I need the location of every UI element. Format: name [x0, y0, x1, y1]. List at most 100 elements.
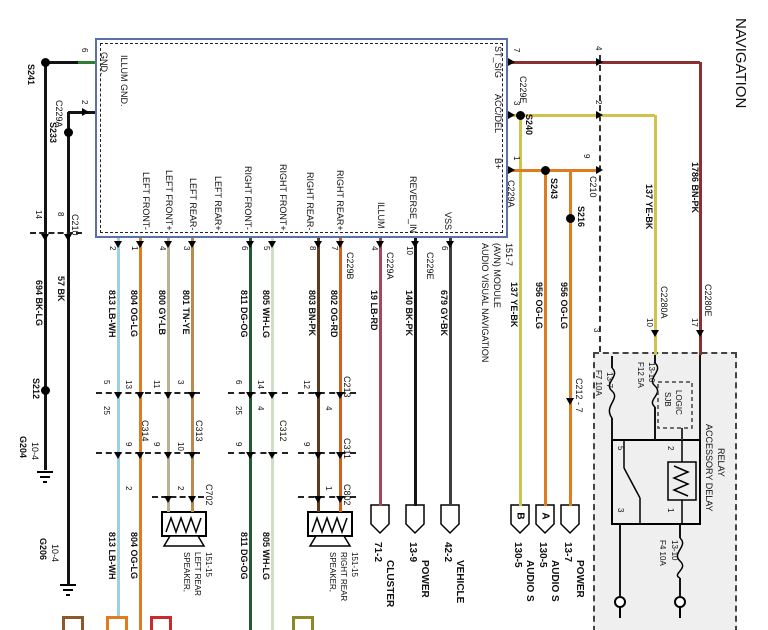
wire: [619, 524, 621, 597]
diagram-label: F4 10A: [658, 540, 667, 566]
wire: [679, 578, 681, 597]
diagram-label: C229E: [425, 252, 435, 280]
diagram-label: 137 YE-BK: [509, 282, 519, 328]
connector-arrow-icon: [246, 452, 254, 459]
diagram-label: 8: [308, 246, 317, 251]
wire: [68, 111, 95, 114]
diagram-label: RIGHT FRONT+: [278, 164, 288, 231]
diagram-label: 13-9: [407, 542, 418, 563]
diagram-label: S240: [524, 114, 534, 136]
diagram-label: G206: [38, 538, 48, 561]
connector-arrow-icon: [596, 111, 603, 119]
junction-dot: [516, 111, 525, 120]
connector-arrow-icon: [696, 330, 704, 337]
diagram-label: C229A: [506, 180, 516, 208]
connector-arrow-icon: [136, 392, 144, 399]
pentagon-letter-a: A: [540, 512, 551, 519]
diagram-label: 13-7: [562, 542, 573, 563]
diagram-label: 3: [182, 246, 191, 251]
connector-arrow-icon: [188, 496, 196, 503]
junction-dot: [64, 128, 73, 137]
connector-arrow-icon: [114, 241, 122, 248]
diagram-label: 956 OG-LG: [534, 282, 544, 330]
diagram-label: C2280E: [703, 284, 713, 317]
diagram-label: 7: [512, 48, 521, 53]
diagram-label: 956 OG-LG: [559, 282, 569, 330]
wire: [611, 418, 613, 440]
diagram-label: (AVN) MODULE: [492, 243, 502, 308]
fuse-f7-icon: [608, 367, 616, 419]
diagram-label: C702: [204, 484, 214, 506]
diagram-label: C210: [70, 214, 80, 236]
diagram-label: VSS: [443, 212, 453, 231]
diagram-label: S241: [26, 64, 36, 86]
diagram-label: VEHICLE: [454, 560, 465, 604]
diagram-label: C229A: [54, 100, 64, 128]
diagram-label: 805 WH-LG: [261, 290, 271, 339]
wire: [681, 428, 683, 440]
diagram-label: LEFT REAR-: [188, 178, 198, 231]
diagram-label: 9: [234, 442, 243, 447]
wire: [508, 114, 655, 117]
diagram-label: 137 YE-BK: [644, 184, 654, 230]
connector-arrow-icon: [566, 398, 574, 405]
connector-stub: [106, 616, 128, 630]
diagram-label: 1: [130, 246, 139, 251]
diagram-label: C213: [342, 376, 352, 398]
diagram-label: 57 BK: [56, 276, 66, 302]
diagram-label: 13-7: [605, 372, 614, 389]
diagram-label: 4: [324, 406, 333, 411]
diagram-label: SJB: [663, 392, 672, 407]
connector-line: [228, 392, 288, 394]
diagram-label: SPEAKER,: [182, 552, 191, 593]
diagram-label: S212: [31, 378, 41, 400]
wire: [44, 62, 47, 470]
diagram-label: G204: [18, 436, 28, 459]
diagram-label: 5: [102, 380, 111, 385]
diagram-label: 14: [256, 380, 265, 389]
wire: [167, 238, 170, 512]
wire: [78, 61, 95, 64]
diagram-label: 1: [512, 156, 521, 161]
diagram-label: 10: [405, 246, 414, 255]
diagram-label: 694 BK-LG: [34, 280, 44, 327]
connector-arrow-icon: [136, 241, 144, 248]
diagram-label: 1: [666, 508, 675, 513]
wire: [45, 61, 78, 64]
wire: [508, 61, 700, 64]
wire: [599, 55, 601, 352]
wire: [654, 115, 657, 355]
diagram-label: POWER: [574, 560, 585, 598]
pentagon-letter-b: B: [515, 512, 526, 519]
diagram-label: 804 OG-LG: [129, 290, 139, 338]
diagram-label: F12 5A: [636, 362, 645, 388]
diagram-label: 7: [330, 246, 339, 251]
diagram-label: C229E: [518, 76, 528, 104]
junction-dot: [541, 166, 550, 175]
diagram-label: 9: [582, 154, 591, 159]
connector-arrow-icon: [336, 392, 344, 399]
diagram-label: 2: [80, 100, 89, 105]
connector-arrow-icon: [314, 392, 322, 399]
wire: [654, 355, 656, 363]
connector-arrow-icon: [164, 452, 172, 459]
diagram-label: 3: [592, 328, 601, 333]
connector-arrow-icon: [164, 241, 172, 248]
connector-line: [298, 496, 356, 498]
diagram-label: 13: [124, 380, 133, 389]
diagram-label: C314: [140, 420, 150, 442]
junction-dot: [41, 386, 50, 395]
diagram-label: 14: [34, 210, 43, 219]
diagram-label: 9: [302, 442, 311, 447]
diagram-label: 5: [616, 446, 625, 451]
diagram-label: AUDIO VISUAL NAVIGATION: [480, 243, 490, 363]
connector-arrow-icon: [376, 241, 384, 248]
diagram-label: 3: [176, 380, 185, 385]
diagram-label: C210: [588, 176, 598, 198]
fuse-f12-icon: [651, 362, 659, 408]
diagram-label: 130-5: [537, 542, 548, 568]
relay-symbol: [611, 439, 701, 525]
fuse-f4-icon: [676, 537, 684, 579]
connector-arrow-icon: [188, 392, 196, 399]
